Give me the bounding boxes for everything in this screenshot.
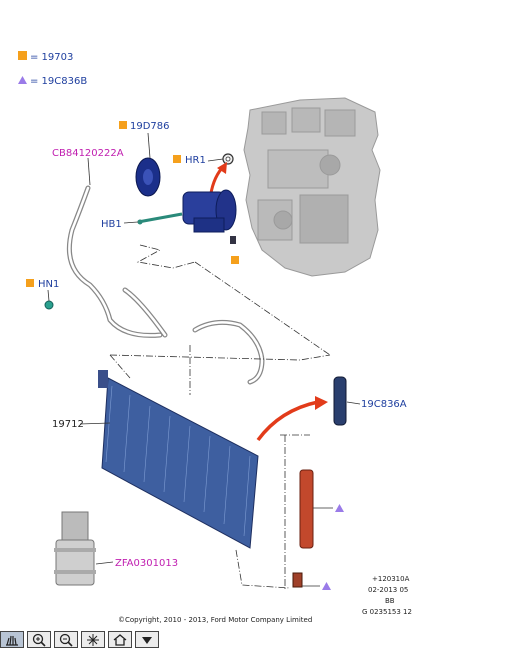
label-hr1: HR1 [185, 155, 206, 166]
label-cb84120222a: CB84120222A [52, 148, 124, 159]
label-19c836a: 19C836A [361, 399, 407, 410]
fit-button[interactable] [81, 631, 105, 648]
copyright-text: ©Copyright, 2010 - 2013, Ford Motor Comp… [118, 616, 312, 624]
hand-tool-button[interactable] [0, 631, 24, 648]
guide-lines [109, 244, 331, 590]
viewer-toolbar [0, 631, 520, 650]
square-marker-19d786 [119, 121, 127, 129]
label-hn1: HN1 [38, 279, 59, 290]
zoom-out-icon [59, 633, 73, 647]
hn1-nut [44, 300, 54, 310]
zoom-out-button[interactable] [54, 631, 78, 648]
label-zfa0301013: ZFA0301013 [115, 558, 178, 569]
filter-plug [292, 572, 303, 588]
revision-stamp: +120310A 02-2013 05 BB G 0235153 12 [362, 575, 412, 616]
parts-diagram: = 19703 = 19C836B [18, 51, 412, 624]
menu-button[interactable] [135, 631, 159, 648]
engine-block [243, 97, 381, 277]
svg-text:02-2013 05: 02-2013 05 [368, 586, 408, 594]
label-19712: 19712 [52, 419, 84, 430]
zoom-in-icon [32, 633, 46, 647]
square-marker-hn1 [26, 279, 34, 287]
hb1-bolt [137, 212, 183, 224]
svg-text:BB: BB [385, 597, 395, 605]
sparkle-icon [87, 633, 99, 646]
pulley-19d786 [135, 157, 161, 197]
svg-text:G 0235153 12: G 0235153 12 [362, 608, 412, 616]
condenser-19712 [98, 370, 259, 549]
home-button[interactable] [108, 631, 132, 648]
red-arrow-right [256, 400, 319, 442]
square-marker-compressor [231, 256, 239, 264]
triangle-marker-2 [322, 582, 331, 590]
refrigerant-can [54, 511, 96, 586]
square-marker-hr1 [173, 155, 181, 163]
zoom-in-button[interactable] [27, 631, 51, 648]
home-icon [113, 633, 127, 646]
filter-element [299, 469, 314, 549]
label-hb1: HB1 [101, 219, 122, 230]
label-19d786: 19D786 [130, 121, 170, 132]
legend-triangle-marker [18, 76, 27, 84]
leader-lines [47, 132, 361, 587]
triangle-marker-1 [335, 504, 344, 512]
ac-compressor [182, 189, 237, 244]
legend-square-marker [18, 51, 27, 60]
drier-19c836a [333, 376, 347, 426]
legend-19703: = 19703 [30, 52, 73, 63]
legend-19c836b: = 19C836B [30, 76, 87, 87]
down-triangle-icon [142, 636, 152, 644]
svg-text:+120310A: +120310A [372, 575, 410, 583]
hand-icon [6, 635, 18, 646]
